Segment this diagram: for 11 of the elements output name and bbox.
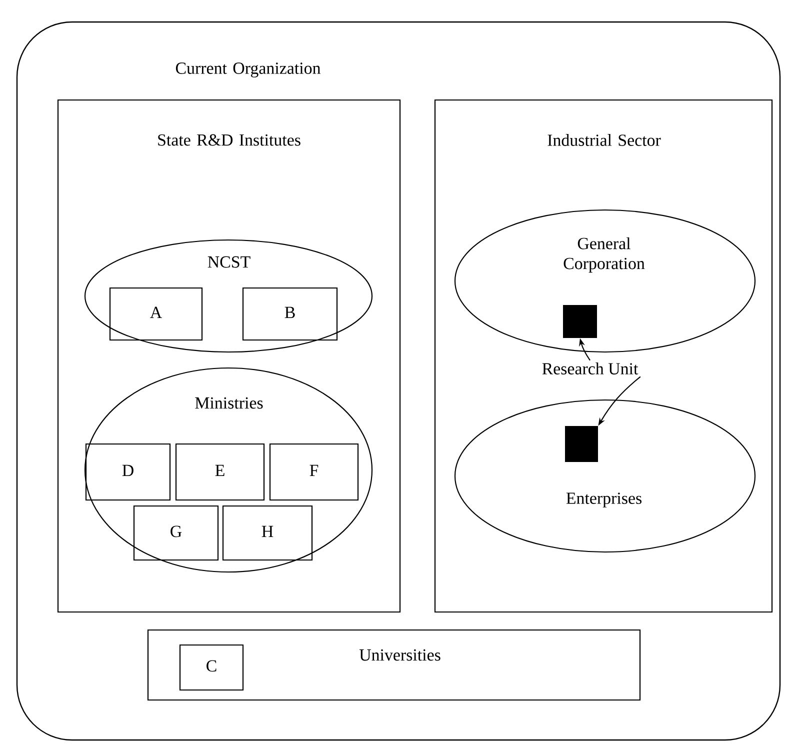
label-text: Research Unit [542, 362, 638, 374]
filled-square [565, 426, 598, 462]
filled-square [563, 305, 597, 338]
box: B [242, 287, 338, 341]
box: H [222, 505, 313, 561]
box: A [109, 287, 203, 341]
box: E [175, 443, 265, 501]
box: F [269, 443, 359, 501]
box: C [179, 644, 244, 691]
box: G [133, 505, 219, 561]
box: D [85, 443, 171, 501]
